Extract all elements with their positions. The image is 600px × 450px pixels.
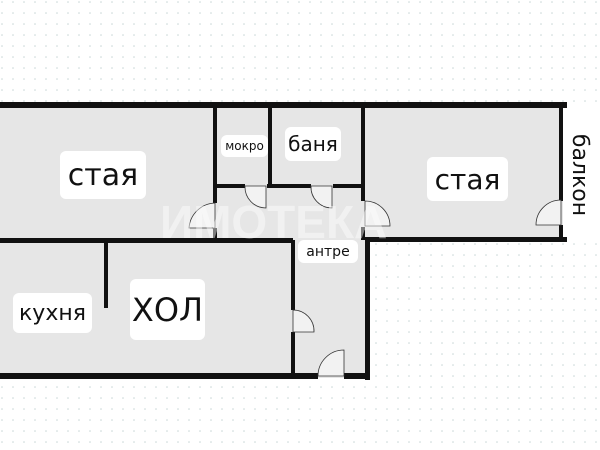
room-label-wet-room: мокро: [221, 135, 268, 157]
door-bathroom: [310, 185, 333, 209]
room-label-bathroom: баня: [285, 127, 341, 161]
room-label-left-room: стая: [60, 151, 146, 199]
room-label-balcony: балкон: [567, 133, 593, 217]
door-swings: [188, 185, 562, 377]
door-entrance: [317, 349, 345, 377]
door-living: [292, 309, 315, 333]
svg-text:ИМОТЕКА: ИМОТЕКА: [160, 196, 387, 248]
door-room-left: [188, 202, 216, 229]
door-balcony: [535, 199, 562, 226]
walls: [0, 102, 567, 380]
door-room-right: [364, 200, 391, 227]
room-label-kitchen: кухня: [13, 293, 92, 333]
room-label-right-room: стая: [427, 157, 508, 201]
room-label-living: ХОЛ: [130, 279, 205, 340]
door-wet-room: [244, 185, 267, 209]
room-label-hallway: антре: [298, 240, 358, 263]
balcony-area: [563, 105, 600, 238]
watermark-logo: ИМОТЕКА: [160, 196, 387, 248]
